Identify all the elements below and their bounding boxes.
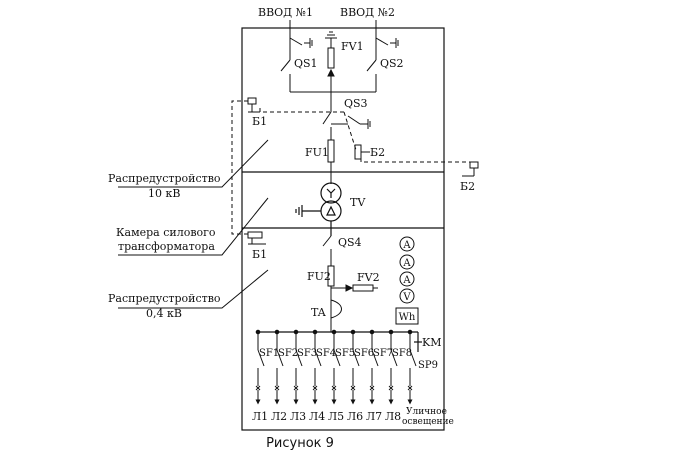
breaker-label: SF5: [335, 348, 355, 359]
qs1-label: QS1: [294, 57, 318, 70]
disconnector-qs3: [322, 111, 371, 140]
breaker-label: SF1: [259, 348, 279, 359]
lv-section-label: Распредустройство: [108, 292, 221, 305]
feeder-label: Л7: [366, 410, 382, 423]
feeder-8: [388, 329, 398, 405]
incoming-feeders: [280, 20, 399, 112]
breaker-label: SF8: [392, 348, 412, 359]
section-leaders: [118, 139, 269, 309]
feeder-5: [331, 329, 341, 405]
breaker-label: SF3: [297, 348, 317, 359]
qs4-label: QS4: [338, 236, 362, 249]
tv-label: TV: [350, 196, 366, 209]
feeder-label: Л4: [309, 410, 325, 423]
feeder-label: Л3: [290, 410, 306, 423]
b2-mid-label: Б2: [370, 146, 385, 159]
interlock-links: [231, 100, 470, 235]
input-2-label: ВВОД №2: [340, 6, 395, 19]
lv-section-voltage: 0,4 кВ: [146, 307, 182, 320]
fv1-label: FV1: [341, 40, 364, 53]
breaker-label: SF2: [278, 348, 298, 359]
qs3-label: QS3: [344, 97, 368, 110]
current-transformer-ta: [330, 299, 342, 332]
surge-arrester-fv2: [331, 284, 378, 292]
chamber-section-label: Камера силового: [116, 226, 216, 239]
power-transformer-tv: [295, 182, 342, 236]
ammeter-1: A: [402, 240, 411, 251]
feeder-label: Л8: [385, 410, 401, 423]
ta-label: TA: [311, 306, 327, 319]
fv2-label: FV2: [357, 271, 380, 284]
feeder-label: Л2: [271, 410, 287, 423]
km-label: KM: [422, 336, 441, 349]
cabinet-frame: [241, 27, 445, 431]
interlock-b1-top: [247, 97, 261, 113]
feeder-7: [369, 329, 379, 405]
hv-section-voltage: 10 кВ: [148, 187, 180, 200]
interlock-b2-mid: [354, 144, 370, 160]
breaker-label: SF7: [373, 348, 393, 359]
figure-caption: Рисунок 9: [266, 436, 334, 451]
wattmeter: Wh: [399, 312, 416, 323]
chamber-section-label-2: трансформатора: [118, 240, 215, 253]
voltmeter: V: [402, 292, 411, 303]
b1-top-label: Б1: [252, 115, 267, 128]
qs2-label: QS2: [380, 57, 404, 70]
input-1-label: ВВОД №1: [258, 6, 313, 19]
feeder-label: Л6: [347, 410, 363, 423]
fuse-fu1: [327, 139, 335, 184]
breaker-label: SF4: [316, 348, 336, 359]
street-lighting-label-1: Уличное: [406, 407, 447, 417]
sp9-label: SP9: [418, 360, 438, 371]
ammeter-2: A: [402, 258, 411, 269]
feeder-4: [312, 329, 322, 405]
feeder-3: [293, 329, 303, 405]
hv-section-label: Распредустройство: [108, 172, 221, 185]
feeder-1: [255, 329, 265, 405]
interlock-b2-right: [462, 161, 479, 177]
feeder-label: Л5: [328, 410, 344, 423]
breaker-label: SF6: [354, 348, 374, 359]
fu2-label: FU2: [307, 270, 331, 283]
feeder-6: [350, 329, 360, 405]
meters: [395, 236, 419, 325]
fu1-label: FU1: [305, 146, 329, 159]
b1-bottom-label: Б1: [252, 248, 267, 261]
disconnector-qs4: [322, 235, 332, 266]
street-lighting-branch: [407, 329, 417, 405]
feeder-2: [274, 329, 284, 405]
surge-arrester-fv1: [325, 31, 337, 92]
b2-right-label: Б2: [460, 180, 475, 193]
ammeter-3: A: [402, 275, 411, 286]
feeder-label: Л1: [252, 410, 268, 423]
street-lighting-label-2: освещение: [402, 417, 454, 427]
interlock-b1-bottom: [247, 231, 266, 245]
